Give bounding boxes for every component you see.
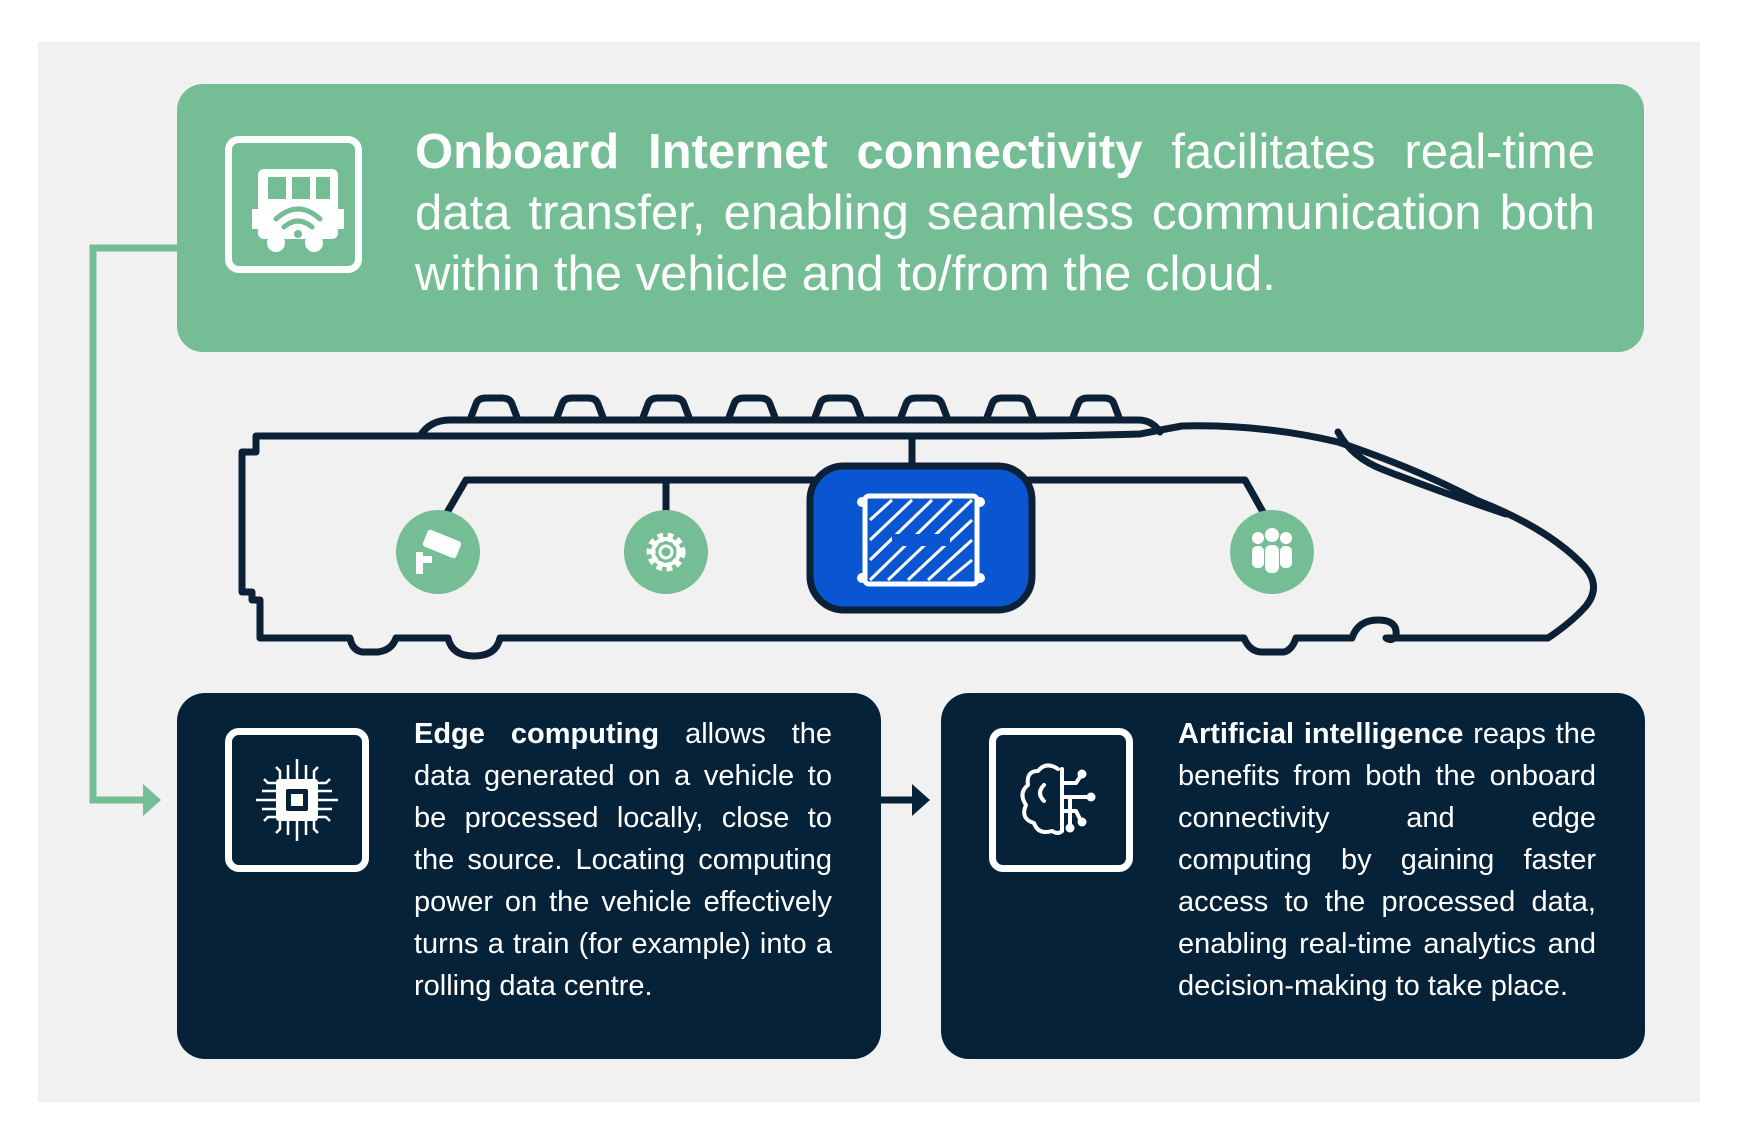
roof-vents	[466, 394, 1124, 424]
connector-arrowhead-navy	[912, 784, 930, 816]
edge-computing-card: Edge computing allows the data generated…	[177, 693, 881, 1059]
edge-device-node	[806, 462, 1036, 614]
people-node	[1230, 510, 1314, 594]
chip-icon	[256, 759, 338, 841]
ai-title: Artificial intelligence	[1178, 718, 1464, 750]
edge-device-icon	[857, 493, 985, 587]
roof-rail	[416, 416, 1164, 440]
connector-line-green	[89, 244, 177, 804]
connectivity-title: Onboard Internet connectivity	[415, 125, 1143, 179]
connector-arrowhead-green	[143, 784, 161, 816]
ai-card: Artificial intelligence reaps the benefi…	[941, 693, 1645, 1059]
gear-icon	[646, 532, 686, 572]
edge-computing-text: allows the data generated on a vehicle t…	[414, 718, 832, 1002]
windshield	[1334, 428, 1510, 518]
train-wifi-icon	[252, 169, 344, 252]
edge-icon-frame	[225, 728, 369, 872]
ai-icon-frame	[989, 728, 1133, 872]
people-icon	[1252, 528, 1292, 573]
connectivity-card: Onboard Internet connectivity facilitate…	[177, 84, 1644, 352]
connectivity-text: facilitates real-time data transfer, ena…	[415, 125, 1595, 301]
ai-description: Artificial intelligence reaps the benefi…	[1178, 713, 1596, 1007]
train-body	[238, 422, 1597, 660]
brain-circuit-icon	[1020, 763, 1096, 835]
ai-text: reaps the benefits from both the onboard…	[1178, 718, 1596, 1002]
connectivity-icon-frame	[225, 136, 362, 273]
camera-node	[396, 510, 480, 594]
edge-computing-description: Edge computing allows the data generated…	[414, 713, 832, 1007]
connectivity-description: Onboard Internet connectivity facilitate…	[415, 122, 1595, 305]
edge-computing-title: Edge computing	[414, 718, 660, 750]
gear-node	[624, 510, 708, 594]
camera-icon	[416, 529, 462, 574]
